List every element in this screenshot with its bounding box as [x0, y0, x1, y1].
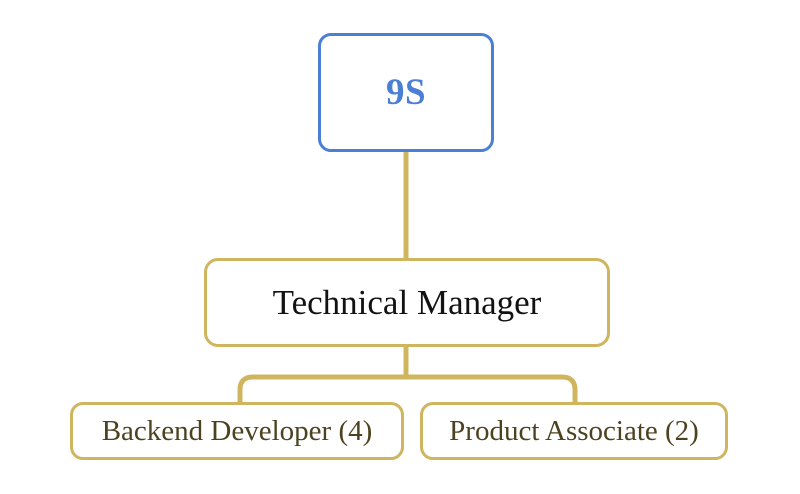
node-product-associate[interactable]: Product Associate (2) — [420, 402, 728, 460]
node-backend-developer[interactable]: Backend Developer (4) — [70, 402, 404, 460]
edge-technical-manager-to-product-associate — [406, 374, 578, 404]
node-root-label: 9S — [385, 72, 427, 113]
node-product-associate-label: Product Associate (2) — [449, 414, 699, 447]
node-backend-developer-label: Backend Developer (4) — [101, 414, 373, 447]
edge-technical-manager-to-backend-developer — [237, 374, 406, 404]
node-root-9s[interactable]: 9S — [318, 33, 494, 152]
node-technical-manager-label: Technical Manager — [272, 282, 542, 322]
node-technical-manager[interactable]: Technical Manager — [204, 258, 610, 347]
